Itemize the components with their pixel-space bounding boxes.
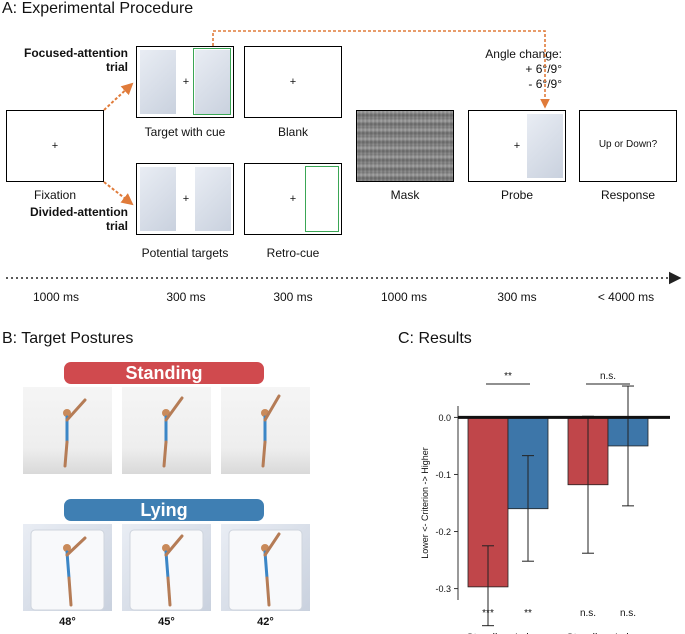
- bar-label-3: Lying: [615, 632, 641, 634]
- mask-screen: [356, 110, 454, 182]
- retro-cue-frame: [305, 166, 339, 232]
- procedure-arrows: [6, 30, 682, 285]
- group-sig-0: **: [504, 371, 512, 382]
- focused-trial-label: Focused-attention trial: [12, 46, 128, 74]
- divided-trial-label-line2: trial: [105, 219, 128, 233]
- panel-b-title: B: Target Postures: [2, 330, 134, 347]
- response-label: Response: [600, 188, 656, 202]
- lying-figures: [30, 529, 303, 611]
- angle-label-48: 48°: [59, 616, 76, 628]
- posture-figures: [30, 394, 303, 611]
- retro-cue-screen: +: [244, 163, 342, 235]
- blank-cross: +: [289, 76, 297, 88]
- bar-sig-1: **: [524, 608, 532, 619]
- bar-label-0: Standing: [466, 632, 509, 634]
- y-tick-label: -0.2: [435, 527, 451, 537]
- target-cross: +: [182, 76, 190, 88]
- angle-label-45: 45°: [158, 616, 175, 628]
- angle-label-42: 42°: [257, 616, 274, 628]
- target-right-image: [195, 50, 231, 114]
- angle-change-line2: + 6°/9°: [525, 62, 562, 76]
- y-tick-label: -0.3: [435, 584, 451, 594]
- probe-image: [527, 114, 563, 178]
- target-with-cue-label: Target with cue: [144, 125, 226, 139]
- standing-banner: Standing: [64, 362, 264, 384]
- fixation-cross: +: [51, 140, 59, 152]
- panel-a-title: A: Experimental Procedure: [2, 0, 194, 17]
- fixation-screen: +: [6, 110, 104, 182]
- standing-figures: [63, 394, 281, 468]
- blank-label: Blank: [277, 125, 309, 139]
- panel-c-title: C: Results: [398, 330, 472, 347]
- target-left-image: [140, 50, 176, 114]
- results-chart: 0.0 -0.1 -0.2 -0.3 Lower <- Criterion -> Hig…: [420, 371, 670, 634]
- focused-trial-label-line1: Focused-attention: [24, 46, 128, 60]
- response-screen: Up or Down?: [579, 110, 677, 182]
- angle-change-note: Angle change: + 6°/9° - 6°/9°: [452, 47, 562, 92]
- arrow-to-divided: [103, 181, 134, 206]
- fixation-label: Fixation: [33, 188, 77, 202]
- arrow-to-focused: [103, 82, 134, 111]
- y-axis-label: Lower <- Criterion -> Higher: [420, 447, 430, 559]
- potential-targets-screen: +: [136, 163, 234, 235]
- potential-left-image: [140, 167, 176, 231]
- focused-trial-label-line2: trial: [105, 60, 128, 74]
- timing-probe: 300 ms: [497, 290, 537, 304]
- mask-noise: [357, 111, 453, 181]
- timing-fixation: 1000 ms: [32, 290, 80, 304]
- probe-label: Probe: [500, 188, 534, 202]
- angle-change-line1: Angle change:: [485, 47, 562, 61]
- timing-blank: 300 ms: [273, 290, 313, 304]
- cue-frame: [193, 48, 231, 115]
- divided-trial-label: Divided-attention trial: [12, 205, 128, 233]
- blank-screen: +: [244, 46, 342, 118]
- retro-cue-label: Retro-cue: [266, 246, 320, 260]
- potential-right-image: [195, 167, 231, 231]
- response-prompt: Up or Down?: [598, 139, 658, 150]
- y-tick-label: -0.1: [435, 470, 451, 480]
- mask-label: Mask: [390, 188, 420, 202]
- bar-sig-3: n.s.: [620, 608, 636, 619]
- timing-response: < 4000 ms: [597, 290, 655, 304]
- group-sig-1: n.s.: [600, 371, 616, 382]
- bar-sig-0: ***: [482, 608, 494, 619]
- lying-banner: Lying: [64, 499, 264, 521]
- divided-trial-label-line1: Divided-attention: [30, 205, 128, 219]
- bar-sig-2: n.s.: [580, 608, 596, 619]
- target-with-cue-screen: +: [136, 46, 234, 118]
- timing-target: 300 ms: [166, 290, 206, 304]
- bar-label-2: Standing: [566, 632, 609, 634]
- retro-cue-cross: +: [289, 193, 297, 205]
- timing-mask: 1000 ms: [380, 290, 428, 304]
- potential-targets-label: Potential targets: [141, 246, 229, 260]
- arrow-cue-to-probe: [212, 30, 550, 109]
- probe-cross: +: [513, 140, 521, 152]
- potential-cross: +: [182, 193, 190, 205]
- y-tick-label: 0.0: [438, 413, 451, 423]
- bar-label-1: Lying: [515, 632, 541, 634]
- probe-screen: +: [468, 110, 566, 182]
